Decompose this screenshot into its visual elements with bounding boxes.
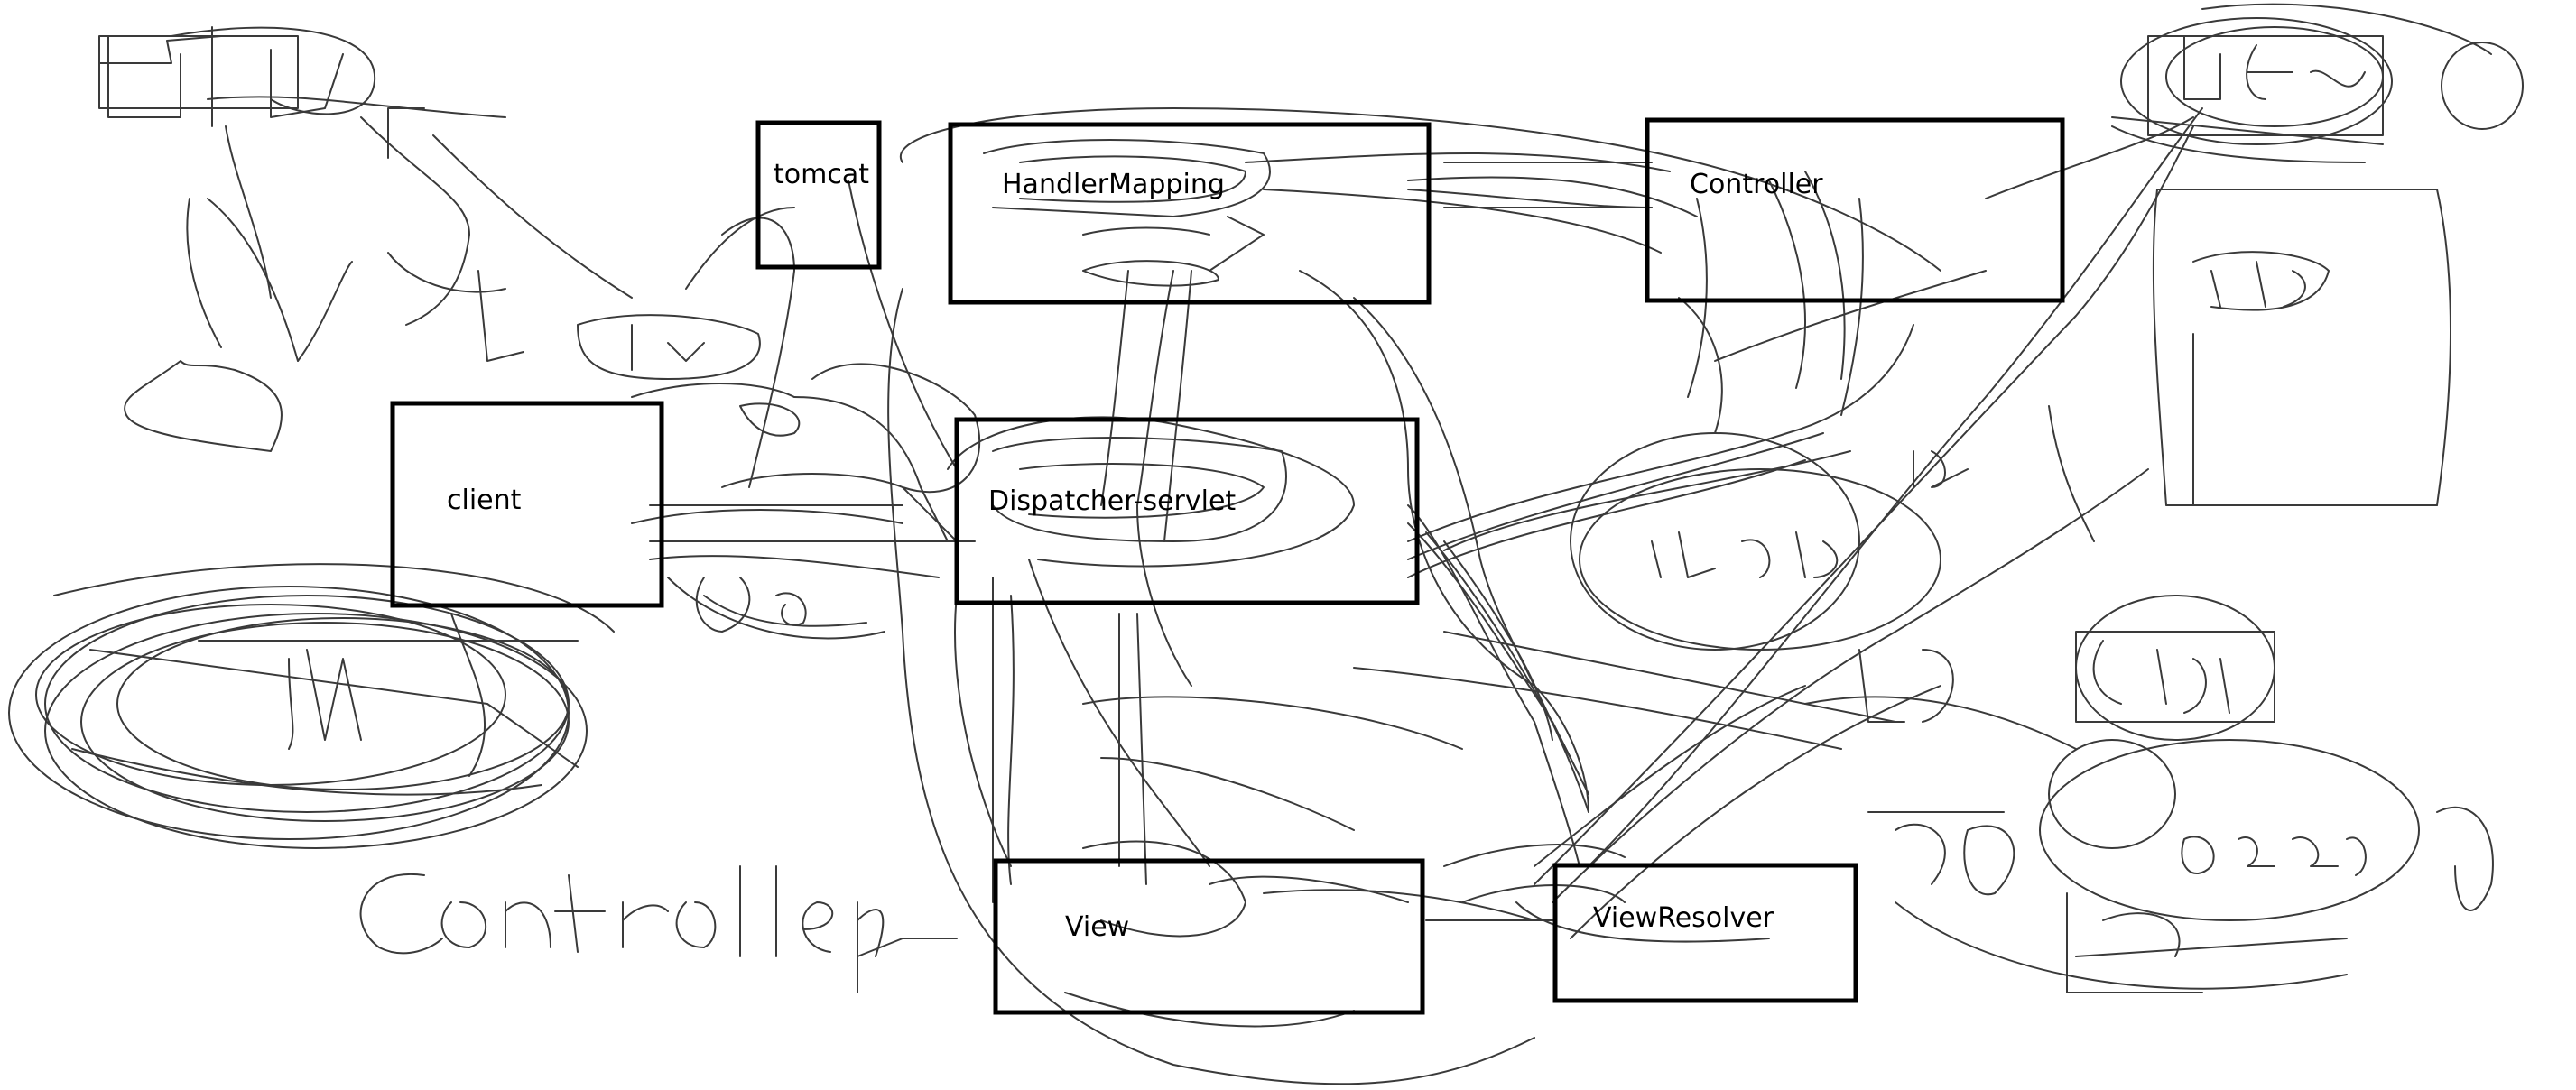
box-view-resolver: ViewResolver bbox=[1552, 863, 1858, 1003]
freehand-scribbles bbox=[8, 3, 2524, 1085]
scribble-middle-right bbox=[1570, 297, 2077, 896]
box-label-handler-mapping: HandlerMapping bbox=[1002, 169, 1225, 200]
box-tomcat: tomcat bbox=[755, 120, 882, 270]
scribble-oval-cluster-left bbox=[8, 563, 615, 849]
box-client: client bbox=[390, 401, 664, 608]
box-controller: Controller bbox=[1645, 117, 2065, 303]
box-label-tomcat: tomcat bbox=[774, 159, 869, 190]
box-label-view: View bbox=[1065, 911, 1129, 943]
box-handler-mapping: HandlerMapping bbox=[948, 122, 1432, 305]
scribble-http bbox=[98, 26, 633, 452]
box-dispatcher-servlet: Dispatcher-servlet bbox=[954, 417, 1420, 605]
box-label-controller: Controller bbox=[1690, 169, 1823, 200]
box-label-view-resolver: ViewResolver bbox=[1593, 902, 1774, 934]
box-view: View bbox=[993, 858, 1425, 1015]
box-label-dispatcher-servlet: Dispatcher-servlet bbox=[988, 485, 1236, 517]
scribble-central-tangle bbox=[577, 107, 2203, 1085]
scribble-server bbox=[2111, 3, 2524, 163]
scribble-controller-word bbox=[359, 865, 958, 993]
box-label-client: client bbox=[447, 485, 522, 516]
scribble-right-column bbox=[1895, 189, 2494, 993]
